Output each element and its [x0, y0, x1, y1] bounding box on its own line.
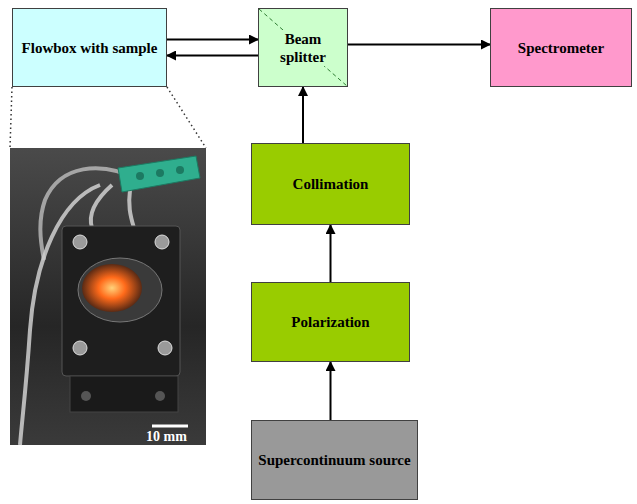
screw — [158, 341, 172, 355]
window-rim — [78, 258, 162, 322]
detector-box: Spectrometer — [490, 8, 632, 87]
zoom-line — [10, 87, 12, 148]
process-box: Collimation — [251, 143, 410, 225]
mount-hole — [155, 391, 165, 401]
zoom-line — [167, 87, 206, 148]
source-box: Supercontinuum source — [251, 420, 418, 500]
mount-hole — [81, 391, 91, 401]
screw — [155, 235, 169, 249]
scale-label: 10 mm — [146, 429, 187, 445]
tube — [129, 190, 134, 228]
box-label: Spectrometer — [516, 39, 606, 57]
splitter-box: Beam splitter — [258, 8, 348, 87]
box-label: Collimation — [291, 175, 371, 193]
tube — [91, 185, 112, 228]
photo — [10, 148, 206, 445]
clip-hole — [176, 166, 184, 174]
box-label: Polarization — [289, 313, 371, 331]
holder — [62, 226, 180, 376]
arrow-connector — [348, 44, 490, 46]
box-label: Supercontinuum source — [256, 451, 412, 469]
box-label: Beam splitter — [259, 30, 347, 66]
clip-hole — [136, 172, 144, 180]
box-label: Flowbox with sample — [20, 39, 160, 57]
arrow-connector — [302, 87, 304, 143]
arrow-connector — [167, 55, 258, 57]
mount — [70, 376, 178, 412]
arrow-connector — [330, 362, 332, 420]
clip-hole — [156, 169, 164, 177]
arrow-connector — [167, 39, 258, 41]
splitter-diagonal — [259, 9, 347, 86]
scale-bar — [152, 425, 188, 428]
process-box: Polarization — [251, 282, 410, 362]
screw — [73, 341, 87, 355]
arrow-connector — [330, 225, 332, 282]
clip — [118, 156, 200, 192]
glow — [82, 264, 142, 312]
screw — [73, 235, 87, 249]
sample-box: Flowbox with sample — [12, 8, 167, 87]
